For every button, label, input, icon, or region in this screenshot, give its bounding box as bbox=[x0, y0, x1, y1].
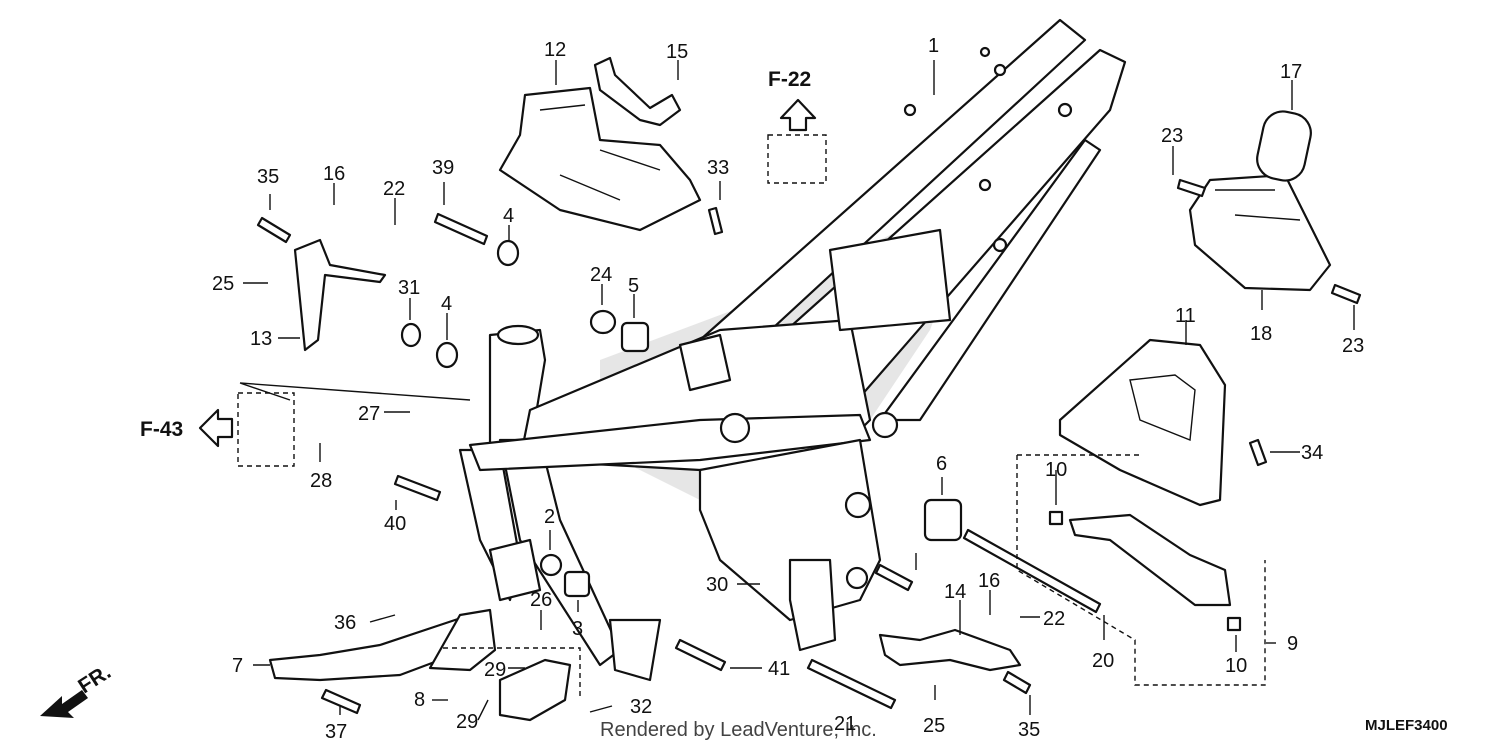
ref-box-f22 bbox=[767, 134, 827, 184]
callout-18[interactable]: 18 bbox=[1250, 323, 1272, 345]
callout-17[interactable]: 17 bbox=[1280, 61, 1302, 83]
collars bbox=[400, 239, 1242, 632]
callout-41[interactable]: 41 bbox=[768, 658, 790, 680]
plate-9 bbox=[1068, 513, 1232, 607]
callout-29-lower[interactable]: 29 bbox=[456, 711, 478, 733]
bolts bbox=[256, 178, 1362, 715]
callout-35-upper[interactable]: 35 bbox=[257, 166, 279, 188]
callout-labels: 1 2 3 4 4 5 6 7 8 9 10 10 11 12 13 14 15… bbox=[212, 35, 1364, 743]
callout-40[interactable]: 40 bbox=[384, 513, 406, 535]
bracket-13 bbox=[293, 238, 387, 352]
callout-39[interactable]: 39 bbox=[432, 157, 454, 179]
front-arrow-icon bbox=[40, 690, 88, 718]
callout-10-lower[interactable]: 10 bbox=[1225, 655, 1247, 677]
callout-21[interactable]: 21 bbox=[834, 713, 856, 735]
battery-box-11 bbox=[1058, 338, 1227, 507]
callout-15[interactable]: 15 bbox=[666, 41, 688, 63]
callout-29-upper[interactable]: 29 bbox=[484, 659, 506, 681]
ref-box-8 bbox=[443, 647, 581, 700]
callout-8[interactable]: 8 bbox=[414, 689, 425, 711]
callout-37[interactable]: 37 bbox=[325, 721, 347, 743]
callout-30[interactable]: 30 bbox=[706, 574, 728, 596]
callout-2[interactable]: 2 bbox=[544, 506, 555, 528]
ring-17 bbox=[1256, 110, 1312, 182]
callout-25-upper[interactable]: 25 bbox=[212, 273, 234, 295]
callout-24[interactable]: 24 bbox=[590, 264, 612, 286]
f43-arrow-icon bbox=[198, 408, 234, 448]
diagram-code: MJLEF3400 bbox=[1365, 717, 1448, 734]
watermark: Rendered by LeadVenture, Inc. bbox=[600, 719, 877, 741]
callout-34[interactable]: 34 bbox=[1301, 442, 1323, 464]
callout-4-lower[interactable]: 4 bbox=[441, 293, 452, 315]
callout-20[interactable]: 20 bbox=[1092, 650, 1114, 672]
bracket-7 bbox=[268, 608, 497, 682]
frame-body bbox=[458, 18, 1127, 682]
ref-f43[interactable]: F-43 bbox=[140, 418, 183, 441]
callout-14[interactable]: 14 bbox=[944, 581, 966, 603]
guard-8 bbox=[498, 658, 572, 722]
callout-5[interactable]: 5 bbox=[628, 275, 639, 297]
callout-4-upper[interactable]: 4 bbox=[503, 205, 514, 227]
callout-16-lower[interactable]: 16 bbox=[978, 570, 1000, 592]
callout-32[interactable]: 32 bbox=[630, 696, 652, 718]
callout-36[interactable]: 36 bbox=[334, 612, 356, 634]
callout-25-lower[interactable]: 25 bbox=[923, 715, 945, 737]
callout-31[interactable]: 31 bbox=[398, 277, 420, 299]
callout-11[interactable]: 11 bbox=[1175, 305, 1196, 327]
callout-12[interactable]: 12 bbox=[544, 39, 566, 61]
callout-28[interactable]: 28 bbox=[310, 470, 332, 492]
callout-22-upper[interactable]: 22 bbox=[383, 178, 405, 200]
f22-arrow-icon bbox=[779, 98, 817, 132]
leader-lines bbox=[239, 60, 1355, 721]
bracket-12 bbox=[498, 86, 702, 232]
callout-27[interactable]: 27 bbox=[358, 403, 380, 425]
bracket-14 bbox=[878, 628, 1022, 672]
callout-26[interactable]: 26 bbox=[530, 589, 552, 611]
ref-box-f43 bbox=[237, 392, 295, 467]
callout-35-lower[interactable]: 35 bbox=[1018, 719, 1040, 741]
callout-1[interactable]: 1 bbox=[928, 35, 939, 57]
ref-box-9 bbox=[1016, 454, 1266, 686]
callout-23-upper[interactable]: 23 bbox=[1161, 125, 1183, 147]
callout-10-upper[interactable]: 10 bbox=[1045, 459, 1067, 481]
callout-7[interactable]: 7 bbox=[232, 655, 243, 677]
callout-3[interactable]: 3 bbox=[572, 618, 583, 640]
callout-9[interactable]: 9 bbox=[1287, 633, 1298, 655]
callout-13[interactable]: 13 bbox=[250, 328, 272, 350]
strap-15 bbox=[593, 56, 682, 127]
callout-22-lower[interactable]: 22 bbox=[1043, 608, 1065, 630]
callout-33[interactable]: 33 bbox=[707, 157, 729, 179]
unit-18 bbox=[1188, 173, 1332, 292]
callout-23-lower[interactable]: 23 bbox=[1342, 335, 1364, 357]
callout-6[interactable]: 6 bbox=[936, 453, 947, 475]
ref-f22[interactable]: F-22 bbox=[768, 68, 811, 91]
callout-16-upper[interactable]: 16 bbox=[323, 163, 345, 185]
